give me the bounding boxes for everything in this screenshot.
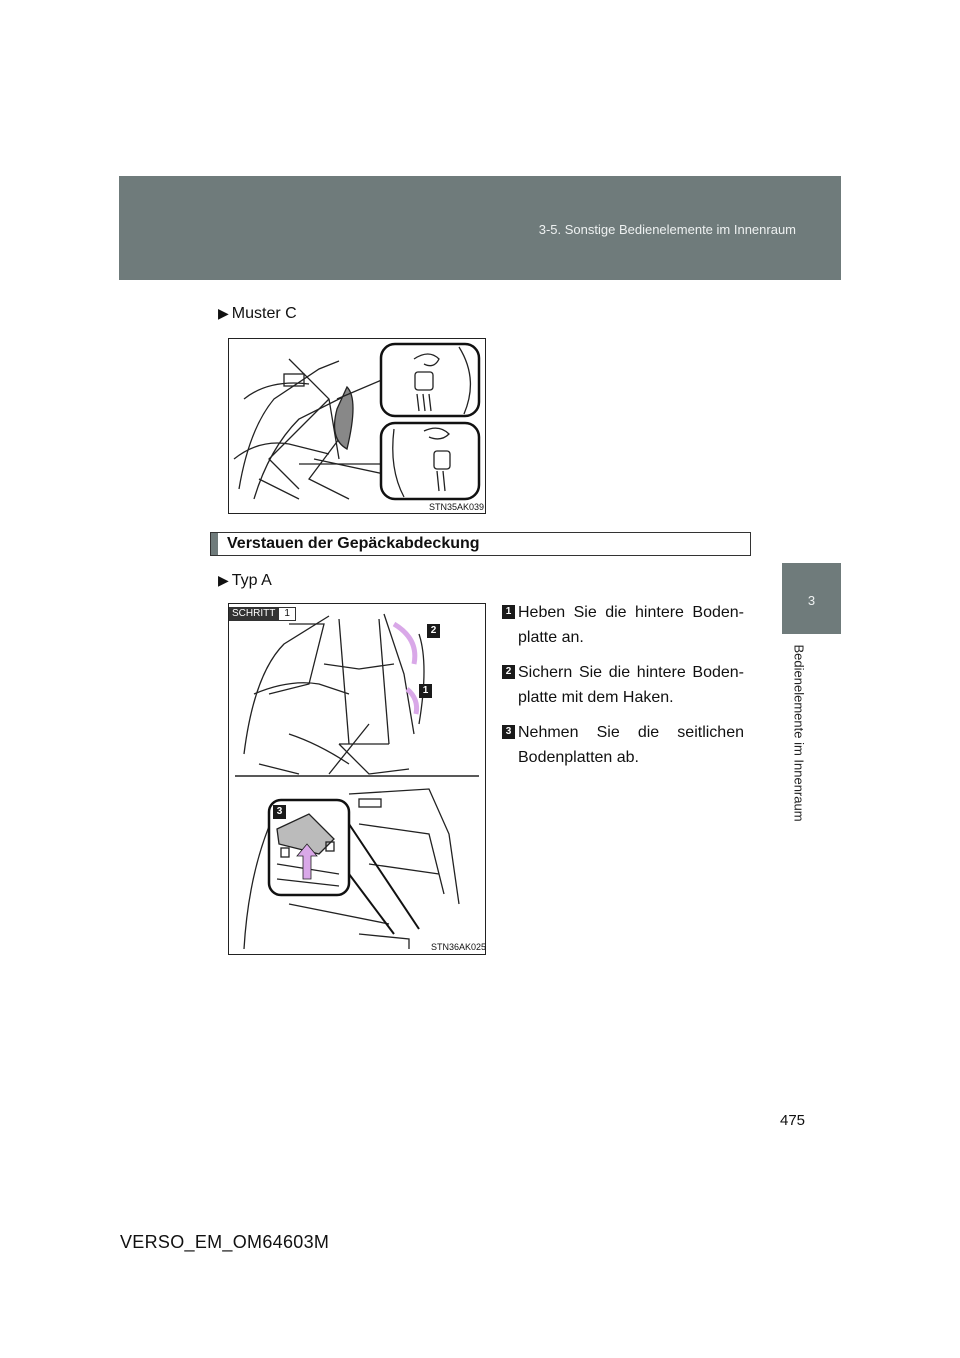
- chapter-number: 3: [807, 593, 816, 608]
- callout-1: 1: [419, 684, 432, 698]
- type-label: ▶Typ A: [218, 572, 272, 589]
- step-text: Sichern Sie die hintere Boden­platte mit…: [518, 664, 744, 706]
- chapter-tab[interactable]: 3: [782, 563, 841, 634]
- luggage-cover-illustration-icon: [233, 342, 481, 501]
- step-item: 3 Nehmen Sie die seitlichen Bodenplatten…: [502, 720, 744, 770]
- step-number: 2: [502, 665, 515, 679]
- step-text: Nehmen Sie die seitlichen Bodenplatten a…: [518, 724, 744, 766]
- section-accent: [211, 533, 218, 555]
- step-badge: SCHRITT 1: [229, 607, 296, 621]
- callout-3: 3: [273, 805, 286, 819]
- pattern-label: ▶Muster C: [218, 305, 297, 322]
- page-number: 475: [780, 1112, 806, 1129]
- callout-2: 2: [427, 624, 440, 638]
- pointer-triangle-icon: ▶: [218, 305, 229, 321]
- document-id: VERSO_EM_OM64603M: [120, 1232, 330, 1252]
- header-band: [119, 176, 841, 280]
- step-item: 1 Heben Sie die hintere Boden­platte an.: [502, 600, 744, 650]
- step-text: Heben Sie die hintere Boden­platte an.: [518, 604, 744, 646]
- figure-code: STN35AK039: [429, 502, 485, 512]
- figure-typ-a: SCHRITT 1: [228, 603, 486, 955]
- step-list: 1 Heben Sie die hintere Boden­platte an.…: [502, 600, 744, 780]
- step-number: 3: [502, 725, 515, 739]
- figure-muster-c: STN35AK039: [228, 338, 486, 514]
- section-heading-bar: Verstauen der Gepäckabdeckung: [210, 532, 751, 556]
- luggage-storage-steps-illustration-icon: [235, 613, 479, 950]
- pointer-triangle-icon: ▶: [218, 572, 229, 588]
- step-number: 1: [502, 605, 515, 619]
- section-title: Verstauen der Gepäckabdeckung: [227, 535, 480, 552]
- figure-code: STN36AK025: [431, 942, 487, 952]
- section-header-title: 3-5. Sonstige Bedienelemente im Innenrau…: [538, 222, 796, 237]
- chapter-side-label: Bedienelemente im Innenraum: [791, 644, 807, 822]
- step-item: 2 Sichern Sie die hintere Boden­platte m…: [502, 660, 744, 710]
